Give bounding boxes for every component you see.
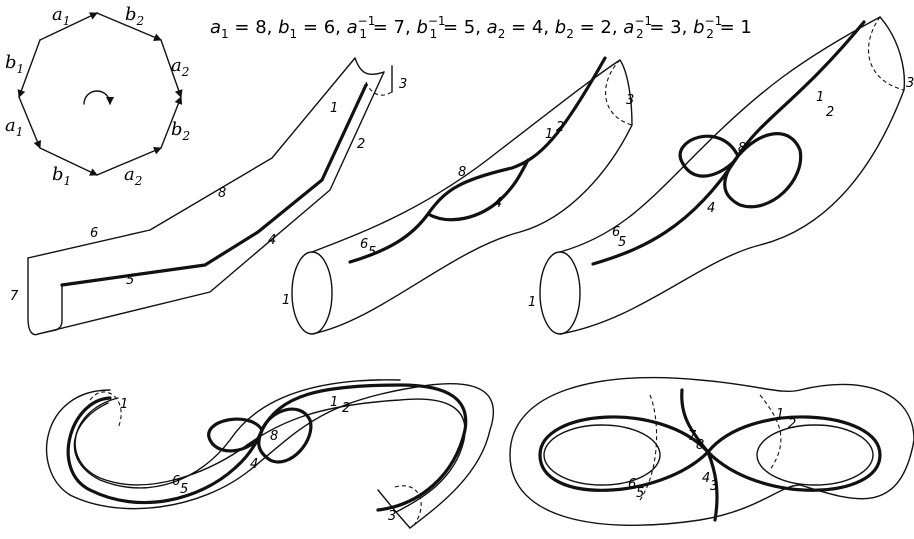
s-tube-number: 1 bbox=[330, 395, 338, 410]
strip-number: 3 bbox=[399, 77, 407, 92]
s-tube-number: 2 bbox=[342, 401, 350, 416]
panel-tube-figure8: 3 1 2 8 4 6 5 1 bbox=[528, 16, 914, 335]
genus-number: 7 bbox=[688, 429, 697, 444]
tube-number: 8 bbox=[458, 165, 466, 180]
strip-number: 6 bbox=[90, 226, 98, 241]
edge-label: a2 bbox=[171, 55, 189, 79]
strip-number: 1 bbox=[330, 101, 338, 116]
panel-strip: 1 3 2 8 6 4 5 7 bbox=[10, 57, 407, 336]
genus-number: 4 bbox=[702, 471, 710, 486]
equation-term: a bbox=[487, 17, 498, 38]
tube-number: 1 bbox=[816, 90, 824, 105]
panel-tube-eye: 3 1 2 8 4 6 5 1 bbox=[282, 56, 634, 335]
s-tube-number: 4 bbox=[250, 457, 258, 472]
tube-number: 1 bbox=[282, 293, 290, 308]
tube-number: 8 bbox=[738, 141, 746, 156]
s-tube-number: 6 bbox=[172, 474, 180, 489]
genus-number: 2 bbox=[788, 417, 796, 432]
tube-number: 4 bbox=[707, 201, 715, 216]
edge-label: b1 bbox=[52, 164, 71, 188]
tube-number: 2 bbox=[826, 105, 834, 120]
genus-number: 8 bbox=[696, 438, 704, 453]
s-tube-number: 8 bbox=[270, 429, 278, 444]
tube-number: 5 bbox=[618, 235, 626, 250]
equation-term: a bbox=[210, 17, 221, 38]
strip-number: 5 bbox=[126, 273, 134, 288]
octagon-edge-b2-right bbox=[160, 96, 183, 149]
panel-s-tube: 1 1 2 8 4 6 5 3 bbox=[45, 379, 494, 529]
octagon-edge-a1-left bbox=[18, 96, 42, 149]
tube-number: 2 bbox=[556, 120, 564, 135]
genus-number: 1 bbox=[776, 407, 784, 422]
genus-number: 3 bbox=[710, 479, 718, 494]
strip-number: 7 bbox=[10, 289, 19, 304]
octagon-labels: a1 b2 a2 b2 a2 b1 a1 b1 bbox=[5, 4, 190, 188]
octagon-figure bbox=[17, 12, 183, 176]
strip-number: 4 bbox=[268, 233, 276, 248]
tube-number: 1 bbox=[528, 295, 536, 310]
edge-label: b2 bbox=[125, 4, 144, 28]
s-tube-number: 1 bbox=[120, 397, 128, 412]
genus-number: 5 bbox=[636, 486, 644, 501]
orientation-arrow-icon bbox=[83, 90, 114, 105]
edge-label: b2 bbox=[171, 119, 190, 143]
tube-number: 6 bbox=[612, 225, 620, 240]
tube-number: 3 bbox=[626, 93, 634, 108]
equation-term: b bbox=[693, 17, 704, 38]
edge-label: a1 bbox=[5, 115, 23, 139]
octagon-edge-a2-right bbox=[160, 39, 183, 98]
strip-number: 2 bbox=[357, 137, 365, 152]
tube-number: 6 bbox=[360, 237, 368, 252]
octagon-edge-b1-bottom bbox=[39, 147, 98, 176]
tube-number: 5 bbox=[368, 245, 376, 260]
edge-label: a1 bbox=[52, 4, 70, 28]
strip-number: 8 bbox=[218, 186, 226, 201]
equation-term: b bbox=[555, 17, 566, 38]
equation-term: b bbox=[278, 17, 289, 38]
equation-term: b bbox=[416, 17, 427, 38]
octagon-edge-a2-bottom bbox=[96, 147, 162, 176]
s-tube-number: 5 bbox=[180, 482, 188, 497]
genus-number: 6 bbox=[628, 477, 636, 492]
octagon-edge-b1-left bbox=[17, 39, 41, 98]
tube-number: 3 bbox=[906, 76, 914, 91]
panel-genus-two: 1 2 7 8 4 3 6 5 bbox=[509, 376, 914, 527]
edge-label: a2 bbox=[124, 164, 142, 188]
equation-term: a bbox=[347, 17, 358, 38]
octagon-edge-b2-top bbox=[96, 12, 162, 41]
s-tube-number: 3 bbox=[388, 509, 396, 524]
edge-label: b1 bbox=[5, 52, 24, 76]
tube-number: 1 bbox=[545, 127, 553, 142]
tube-number: 4 bbox=[494, 196, 502, 211]
equation-term: a bbox=[623, 17, 634, 38]
octagon-edge-a1 bbox=[39, 12, 98, 41]
